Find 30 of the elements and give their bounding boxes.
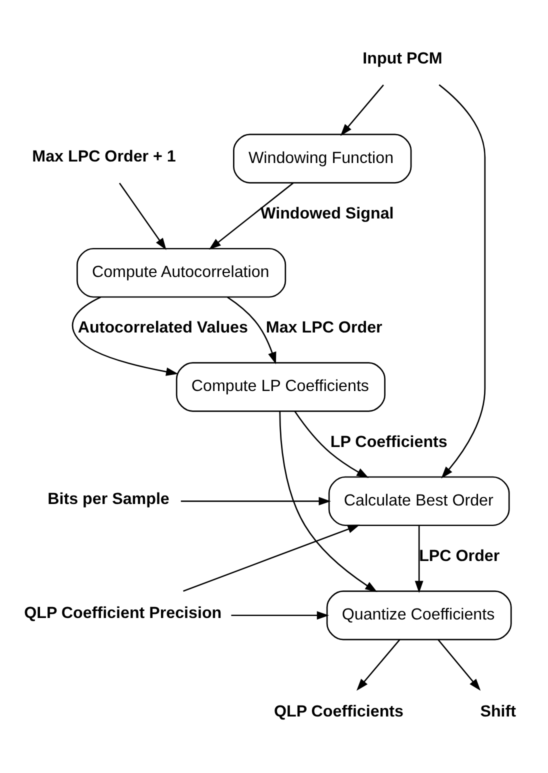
arrow — [294, 410, 369, 478]
node-text: Input PCM — [362, 48, 442, 67]
edge-label: Autocorrelated Values — [78, 318, 248, 336]
arrow — [438, 84, 486, 478]
arrow — [72, 296, 178, 376]
edge-label: Max LPC Order — [266, 318, 382, 336]
node-box: Windowing Function — [233, 133, 412, 183]
arrow — [279, 410, 378, 592]
arrow — [180, 496, 331, 505]
node-box: Compute LP Coefficients — [176, 362, 386, 412]
edge-label: LP Coefficients — [330, 432, 448, 450]
arrow — [356, 638, 400, 690]
node-text: Shift — [480, 702, 516, 720]
arrow — [231, 610, 330, 620]
node-text: Bits per Sample — [48, 490, 170, 508]
node-box: Calculate Best Order — [328, 476, 510, 526]
edge-label: LPC Order — [419, 546, 500, 565]
node-text: QLP Coefficients — [274, 702, 404, 720]
arrow — [414, 525, 424, 592]
arrow — [118, 182, 166, 250]
node-box: Compute Autocorrelation — [76, 247, 286, 298]
arrow — [227, 296, 276, 364]
arrow — [438, 638, 481, 690]
arrow — [340, 84, 384, 136]
arrow — [183, 524, 360, 592]
arrow — [208, 182, 294, 250]
node-box: Quantize Coefficients — [326, 590, 512, 640]
edge-label: Windowed Signal — [260, 204, 394, 222]
node-text: QLP Coefficient Precision — [24, 604, 222, 622]
node-text: Max LPC Order + 1 — [32, 146, 176, 165]
